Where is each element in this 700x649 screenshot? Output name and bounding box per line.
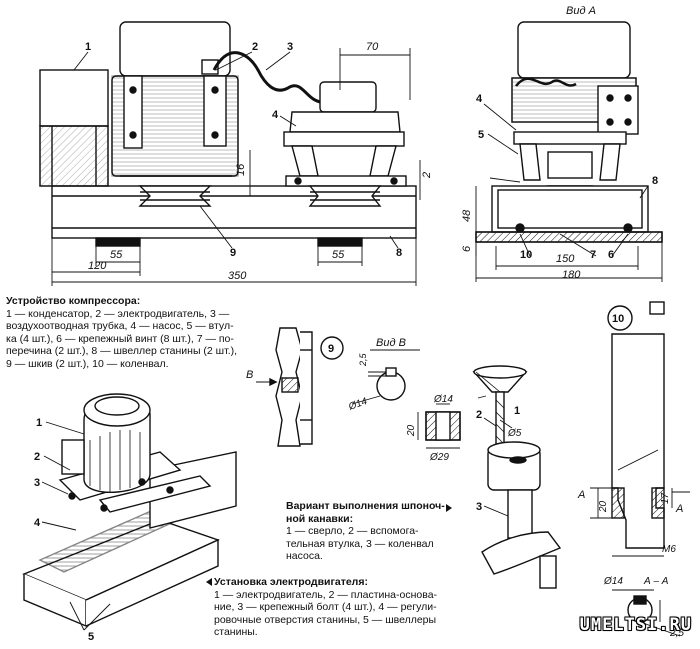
caption-compressor-title: Устройство компрессора: [6, 295, 141, 307]
view-b-detail [351, 349, 420, 405]
caption-motor-line: 1 — электродвигатель, 2 — пластина-основ… [214, 588, 438, 601]
arrow-motor-caption [206, 578, 212, 586]
caption-compressor-line: 1 — конденсатор, 2 — электродвигатель, 3… [6, 307, 230, 320]
pulley-section [256, 327, 344, 447]
label-3-motor: 3 [34, 477, 40, 489]
view-b-label: Вид В [376, 337, 406, 349]
letter-a-right: А [675, 503, 683, 515]
dim-70: 70 [366, 41, 379, 53]
dim-m6: М6 [662, 544, 676, 555]
callout-10 [607, 305, 633, 331]
front-view-a [475, 21, 663, 282]
label-9-callout: 9 [328, 343, 334, 355]
caption-compressor: Устройство компрессора: 1 — конденсатор,… [6, 295, 266, 370]
dim-55-right: 55 [332, 249, 345, 261]
auxiliary-sleeve [417, 403, 461, 449]
callout-9 [320, 336, 344, 360]
section-aa-label: А – А [643, 576, 669, 587]
caption-keyway: Вариант выполнения шпоноч- ной канавки: … [286, 500, 456, 563]
label-8-top: 8 [396, 247, 402, 259]
caption-keyway-line: насоса. [286, 550, 323, 562]
letter-a-left: А [577, 489, 585, 501]
arrow-keyway-caption [446, 504, 452, 512]
label-1-motor: 1 [36, 417, 42, 429]
caption-motor: Установка электродвигателя: 1 — электрод… [214, 576, 464, 639]
label-4-motor: 4 [34, 517, 41, 529]
label-3-drill: 3 [476, 501, 482, 513]
drill-keyway-setup [472, 365, 562, 589]
capacitor [39, 69, 109, 187]
label-6-front: 6 [608, 249, 614, 261]
electric-motor-side [111, 21, 239, 177]
motor-installation [22, 393, 237, 631]
pump-side [283, 81, 407, 187]
dim-d14-aa: Ø14 [603, 576, 623, 587]
caption-motor-title: Установка электродвигателя: [214, 576, 368, 588]
caption-motor-line: ние, 3 — крепежный болт (4 шт.), 4 — рег… [214, 601, 437, 613]
label-10-front: 10 [520, 249, 532, 261]
label-2-motor: 2 [34, 451, 40, 463]
watermark: UMELTSI.RU [579, 615, 692, 635]
dim-180: 180 [562, 269, 581, 281]
caption-compressor-line: перечина (2 шт.), 8 — швеллер станины (2… [6, 345, 238, 357]
label-4-front: 4 [476, 93, 483, 105]
caption-compressor-line: ка (4 шт.), 6 — крепежный винт (8 шт.), … [6, 332, 234, 345]
dim-d14-sleeve: Ø14 [433, 394, 453, 405]
caption-keyway-line: 1 — сверло, 2 — вспомога- [286, 525, 419, 537]
label-2-drill: 2 [476, 409, 482, 421]
label-3-top: 3 [287, 41, 293, 53]
caption-keyway-title: Вариант выполнения шпоноч- [286, 500, 445, 512]
caption-keyway-title-2: ной канавки: [286, 512, 354, 525]
dim-20-sleeve: 20 [406, 424, 417, 437]
crankshaft-detail [590, 301, 690, 637]
dim-55-left: 55 [110, 249, 123, 261]
label-1-top: 1 [85, 41, 91, 53]
dim-2-5-aa: 2,5 [669, 628, 684, 639]
dim-16: 16 [235, 163, 247, 176]
label-2-top: 2 [252, 41, 258, 53]
label-7-front: 7 [590, 249, 596, 261]
label-5-front: 5 [478, 129, 484, 141]
label-8-front: 8 [652, 175, 658, 187]
side-view [39, 21, 421, 286]
caption-motor-line: ровочные отверстия станины, 5 — швеллеры [214, 613, 437, 626]
caption-motor-line: станины. [214, 626, 258, 638]
label-4-top: 4 [272, 109, 279, 121]
dim-d14-b: Ø14 [346, 396, 369, 413]
label-9-top: 9 [230, 247, 236, 259]
dim-2: 2 [421, 172, 433, 179]
caption-compressor-line: 9 — шкив (2 шт.), 10 — коленвал. [6, 357, 169, 370]
dim-2-5: 2,5 [358, 352, 368, 367]
dim-20-shaft: 20 [598, 500, 609, 513]
dim-17: 17 [660, 492, 671, 504]
label-1-drill: 1 [514, 405, 520, 417]
dim-48: 48 [461, 209, 473, 222]
dim-350: 350 [228, 270, 247, 282]
dim-120: 120 [88, 260, 107, 272]
view-a-label: Вид А [566, 5, 596, 17]
caption-keyway-line: тельная втулка, 3 — коленвал [286, 537, 434, 550]
label-10-callout: 10 [612, 313, 624, 325]
dim-d5: Ø5 [507, 428, 522, 439]
label-5-motor: 5 [88, 631, 94, 643]
letter-b-arrow: В [246, 369, 253, 381]
dim-6: 6 [461, 245, 473, 252]
caption-compressor-line: воздухоотводная трубка, 4 — насос, 5 — в… [6, 320, 234, 332]
dim-150: 150 [556, 253, 575, 265]
dim-d29: Ø29 [429, 452, 449, 463]
